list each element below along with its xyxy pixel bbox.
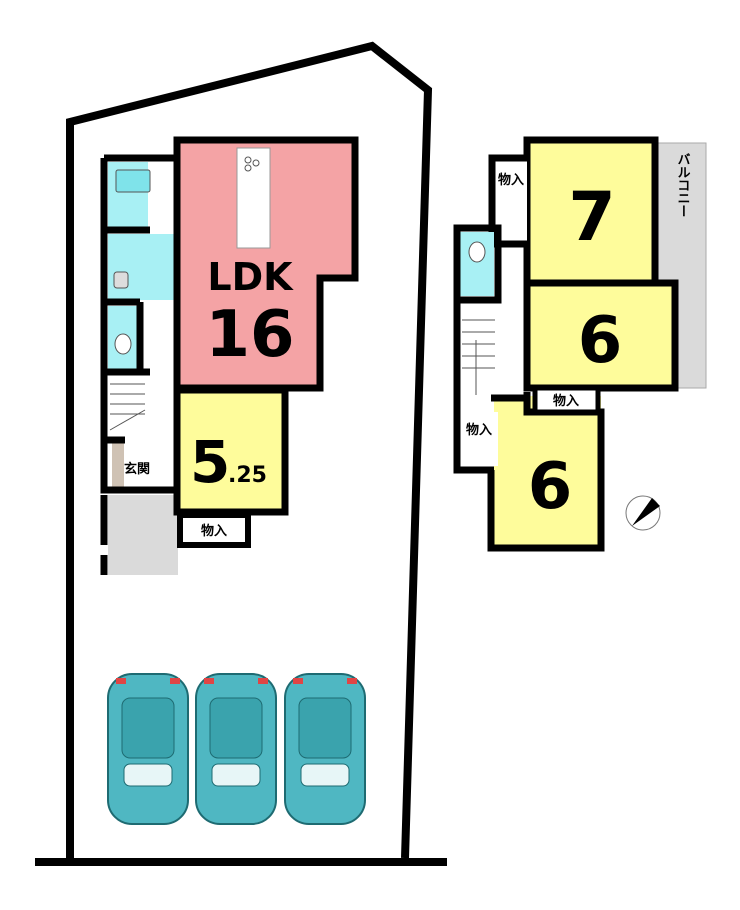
car-icon [284, 673, 366, 825]
storage-2f-middle-label: 物入 [553, 393, 579, 409]
balcony [654, 142, 707, 389]
storage-2f-top-walls [488, 154, 527, 248]
stairs-1f [109, 383, 146, 431]
stairs-2f [462, 319, 495, 395]
parking [107, 673, 366, 825]
storage-2f-bottom-label: 物入 [466, 422, 492, 438]
walls-1f-west [100, 154, 175, 575]
lot-boundary [66, 41, 433, 859]
ldk-room [180, 143, 352, 385]
toilet-icon [468, 241, 486, 263]
washroom [108, 234, 176, 300]
entrance-label: 玄関 [124, 461, 150, 477]
room-5-25-size: 5 [190, 428, 230, 496]
ldk-label: LDK [207, 255, 294, 299]
stove-icon [244, 156, 252, 164]
car-icon [195, 673, 277, 825]
balcony-label: バルコニー [675, 153, 691, 218]
compass-icon [625, 495, 661, 531]
sink-icon [113, 271, 129, 289]
room-6-top-walls [523, 279, 679, 392]
room-5-25-walls [173, 386, 289, 516]
room-6-bottom-size: 6 [528, 450, 573, 524]
entrance-floor [112, 443, 124, 488]
storage-2f-bottom [462, 412, 498, 466]
room-6-top [530, 286, 673, 386]
toilet-icon [114, 333, 132, 355]
second-floor: バルコニー 7 物入 6 物入 6 物入 [453, 136, 707, 552]
storage-2f-top-label: 物入 [498, 172, 524, 188]
storage-1f [177, 512, 251, 548]
storage-1f-label: 物入 [201, 523, 227, 539]
walls-2f-west [453, 224, 502, 474]
ldk-size: 16 [205, 298, 294, 372]
storage-2f-middle [532, 385, 601, 415]
first-floor: 玄関 LDK 16 5 .25 物入 [100, 136, 359, 575]
room-7 [530, 143, 653, 281]
room-6-bottom-walls [487, 392, 605, 552]
porch [108, 495, 178, 575]
room-7-size: 7 [568, 178, 615, 257]
room-5-25 [180, 393, 282, 509]
room-6-bottom [494, 396, 601, 548]
room-5-25-decimal: .25 [228, 463, 267, 488]
bathtub-icon [115, 169, 151, 193]
room-6-top-size: 6 [578, 304, 623, 378]
car-icon [107, 673, 189, 825]
